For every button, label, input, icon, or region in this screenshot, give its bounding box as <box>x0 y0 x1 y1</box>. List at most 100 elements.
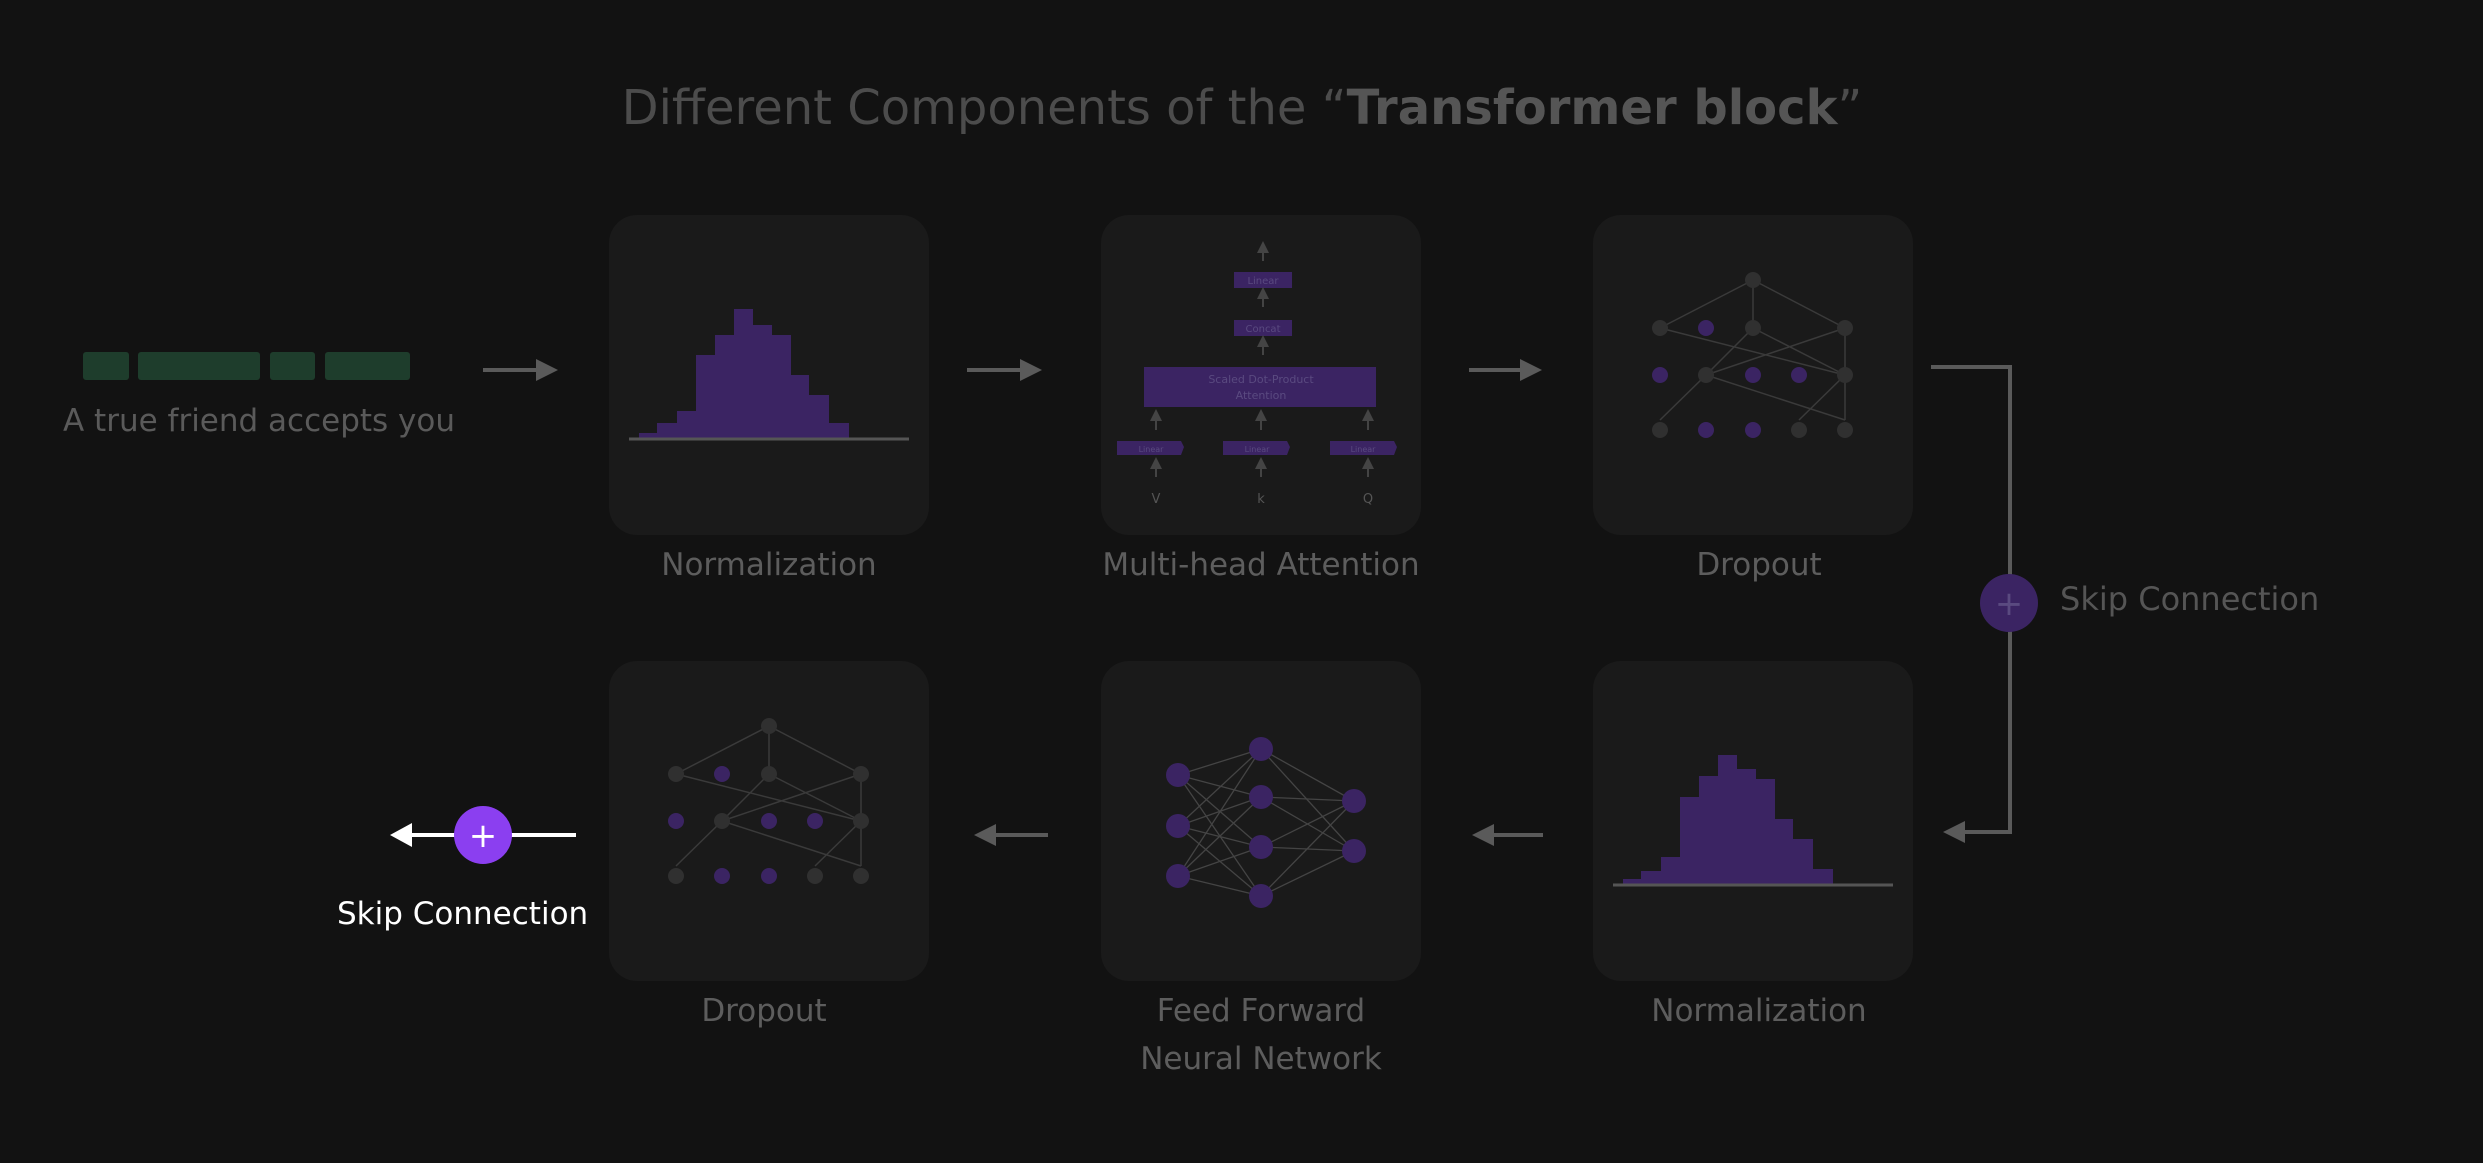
node-h2-2 <box>1698 320 1714 336</box>
token-3 <box>270 352 315 380</box>
node-h2-3 <box>761 766 777 782</box>
node-in-4 <box>807 868 823 884</box>
flow-arrow-4 <box>1472 824 1543 846</box>
node-h2-1 <box>1652 320 1668 336</box>
node-h1-2 <box>714 813 730 829</box>
input-v-text: V <box>1152 492 1161 507</box>
dropout-network-icon <box>668 718 869 884</box>
node-in-1 <box>1652 422 1668 438</box>
node-h1-4 <box>807 813 823 829</box>
node-h1-1 <box>1652 367 1668 383</box>
label-dropout-top: Dropout <box>1696 547 1822 583</box>
node-h1-3 <box>761 813 777 829</box>
linear-v-text: Linear <box>1139 445 1165 454</box>
card-multi-head-attention: Linear Concat Scaled Dot-Product Attenti… <box>1101 215 1421 535</box>
node-h2-3 <box>1745 320 1761 336</box>
histogram-bars <box>639 309 849 439</box>
concat-text: Concat <box>1246 324 1281 335</box>
input-sentence: A true friend accepts you <box>63 403 456 439</box>
skip-connection-arrowhead <box>1943 821 1965 843</box>
skip-plus-top-text: + <box>1995 584 2024 624</box>
input-k-text: k <box>1257 492 1265 507</box>
flow-arrow-2 <box>967 359 1042 381</box>
linear-k-box <box>1223 441 1290 455</box>
linear-k-text: Linear <box>1245 445 1271 454</box>
output-arrow <box>390 823 576 847</box>
linear-q-box <box>1330 441 1397 455</box>
card-dropout-bottom <box>609 661 929 981</box>
ffn-in-3 <box>1166 864 1190 888</box>
label-normalization-top: Normalization <box>661 547 877 583</box>
diagram-title: Different Components of the “Transformer… <box>0 80 2483 136</box>
node-in-2 <box>1698 422 1714 438</box>
token-4 <box>325 352 410 380</box>
node-h1-5 <box>1837 367 1853 383</box>
label-feed-forward-line2: Neural Network <box>1140 1041 1382 1077</box>
node-in-4 <box>1791 422 1807 438</box>
label-feed-forward-line1: Feed Forward <box>1156 993 1366 1029</box>
node-in-5 <box>853 868 869 884</box>
ffn-out-2 <box>1342 839 1366 863</box>
card-normalization-top <box>609 215 929 535</box>
node-h2-1 <box>668 766 684 782</box>
linear-v-box <box>1117 441 1184 455</box>
ffn-hidden-2 <box>1249 785 1273 809</box>
node-in-1 <box>668 868 684 884</box>
histogram-bars <box>1623 755 1833 885</box>
title-bold: Transformer block <box>1346 80 1838 136</box>
node-h1-4 <box>1791 367 1807 383</box>
node-in-3 <box>1745 422 1761 438</box>
ffn-out-1 <box>1342 789 1366 813</box>
skip-connection-path <box>1931 365 2012 834</box>
label-normalization-bottom: Normalization <box>1651 993 1867 1029</box>
card-dropout-top <box>1593 215 1913 535</box>
attention-icon: Linear Concat Scaled Dot-Product Attenti… <box>1117 241 1397 507</box>
flow-arrow-3 <box>1469 359 1542 381</box>
node-h2-4 <box>853 766 869 782</box>
title-suffix: ” <box>1837 80 1863 136</box>
label-dropout-bottom: Dropout <box>701 993 827 1029</box>
sdpa-text-1: Scaled Dot-Product <box>1208 373 1314 386</box>
skip-plus-bottom-text: + <box>469 816 498 856</box>
node-h1-3 <box>1745 367 1761 383</box>
node-h3-1 <box>1745 272 1761 288</box>
node-in-3 <box>761 868 777 884</box>
ffn-in-1 <box>1166 763 1190 787</box>
ffn-hidden-4 <box>1249 884 1273 908</box>
skip-connection-label-bottom: Skip Connection <box>337 896 589 932</box>
node-in-5 <box>1837 422 1853 438</box>
concat-box <box>1234 320 1292 336</box>
skip-connection-label-top: Skip Connection <box>2060 580 2320 618</box>
card-feed-forward <box>1101 661 1421 981</box>
linear-top-text: Linear <box>1247 276 1279 287</box>
ffn-hidden-1 <box>1249 737 1273 761</box>
label-multi-head-attention: Multi-head Attention <box>1102 547 1420 583</box>
ffn-hidden-3 <box>1249 835 1273 859</box>
histogram-icon <box>1613 755 1893 887</box>
ffn-in-2 <box>1166 814 1190 838</box>
flow-arrow-1 <box>483 359 558 381</box>
token-1 <box>83 352 129 380</box>
node-in-2 <box>714 868 730 884</box>
node-h2-2 <box>714 766 730 782</box>
dropout-network-icon <box>1652 272 1853 438</box>
node-h2-4 <box>1837 320 1853 336</box>
linear-q-text: Linear <box>1351 445 1377 454</box>
node-h1-5 <box>853 813 869 829</box>
card-normalization-bottom <box>1593 661 1913 981</box>
input-q-text: Q <box>1363 492 1373 507</box>
skip-plus-top <box>1980 574 2038 632</box>
linear-top-box <box>1234 272 1292 288</box>
skip-plus-bottom <box>454 806 512 864</box>
flow-arrow-5 <box>974 824 1048 846</box>
node-h1-2 <box>1698 367 1714 383</box>
feed-forward-network-icon <box>1166 737 1366 908</box>
label-feed-forward: Feed Forward Neural Network <box>1101 987 1421 1083</box>
sdpa-box <box>1144 367 1376 407</box>
histogram-icon <box>629 309 909 441</box>
node-h3-1 <box>761 718 777 734</box>
title-prefix: Different Components of the “ <box>621 80 1347 136</box>
sdpa-text-2: Attention <box>1236 389 1287 402</box>
node-h1-1 <box>668 813 684 829</box>
token-2 <box>138 352 260 380</box>
